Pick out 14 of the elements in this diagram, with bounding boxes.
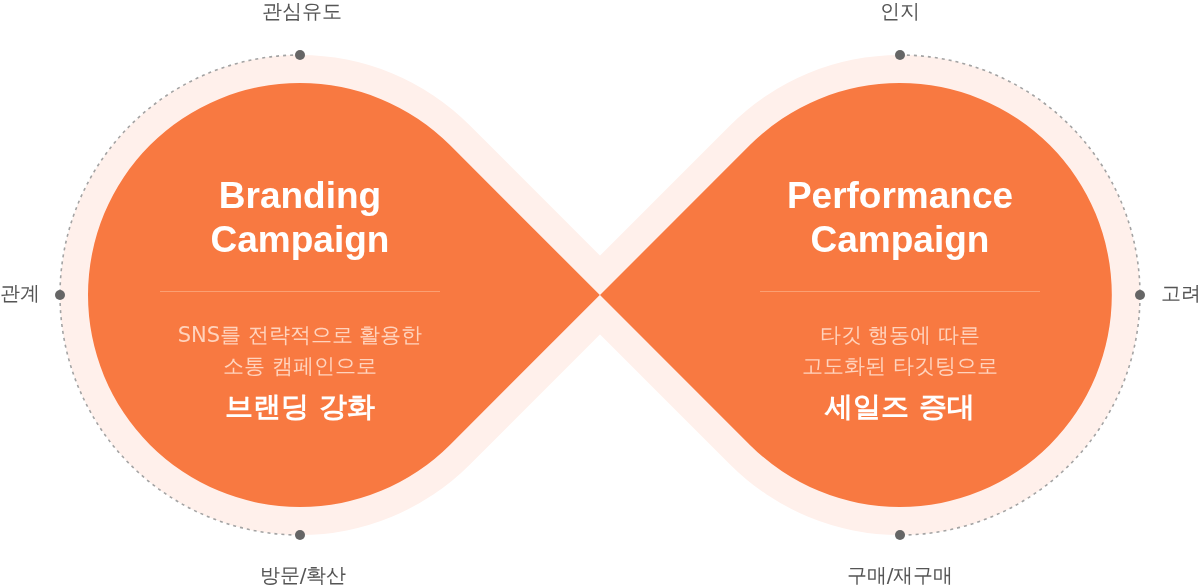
stage-label: 구매/재구매 — [846, 563, 954, 586]
description-text: SNS를 전략적으로 활용한 소통 캠페인으로 — [176, 322, 424, 380]
highlight-text: 브랜딩 강화 — [224, 389, 376, 425]
stage-label: 관계 — [0, 281, 40, 305]
stage-label: 관심유도 — [262, 0, 342, 23]
teardrop-shape — [600, 83, 1112, 507]
campaign-title: Performance Campaign — [785, 174, 1015, 262]
description-text: 타깃 행동에 따른 고도화된 타깃팅으로 — [801, 322, 999, 380]
stage-label: 인지 — [880, 0, 920, 23]
stage-label: 방문/확산 — [259, 563, 347, 586]
stage-label: 고려 — [1161, 281, 1201, 305]
campaign-title: Branding Campaign — [209, 174, 391, 262]
teardrop-shape — [88, 83, 600, 507]
highlight-text: 세일즈 증대 — [824, 389, 976, 425]
